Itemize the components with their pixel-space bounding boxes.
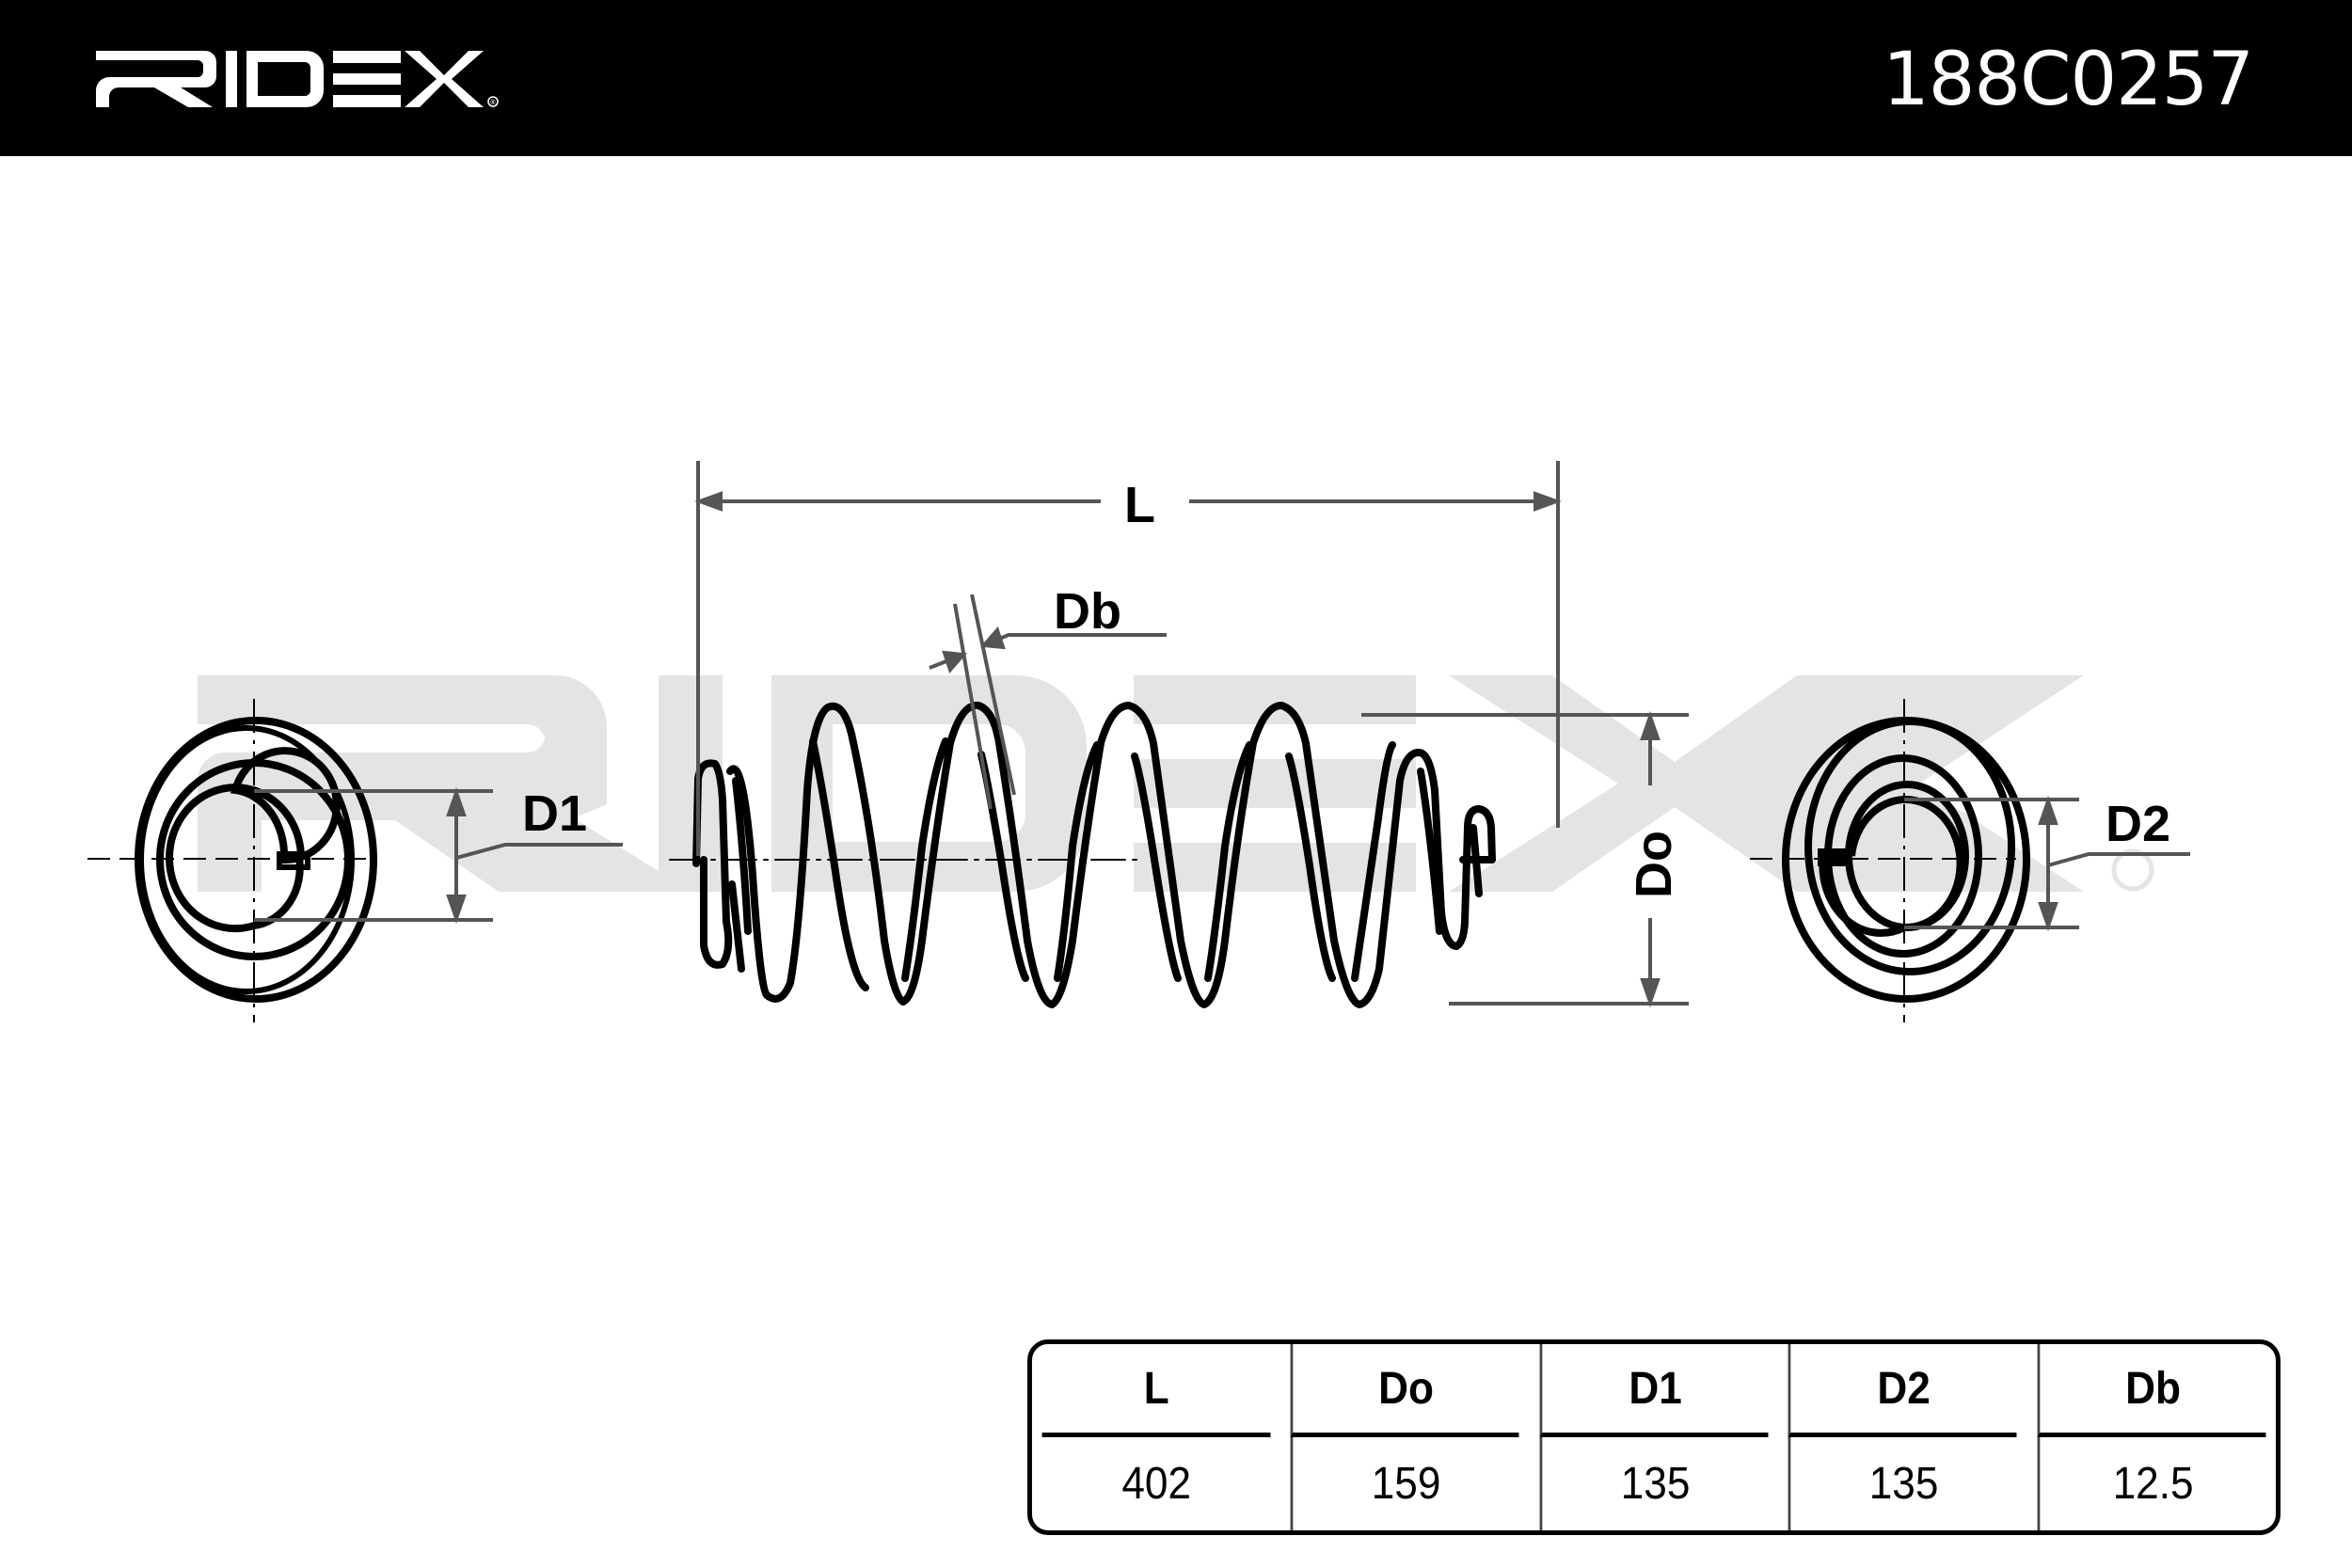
label-d2: D2 <box>2106 796 2170 852</box>
d1-arrow-top <box>446 786 467 816</box>
l-arrow-right <box>1534 491 1562 512</box>
db-leader <box>983 633 1167 647</box>
registered-mark-glyph: ® <box>490 99 496 106</box>
spring-coil-inner-strokes <box>728 737 1483 991</box>
table-header-d2: D2 <box>1788 1344 2018 1437</box>
spec-table: L Do D1 D2 Db 402 159 135 135 12.5 <box>1027 1339 2280 1535</box>
logo-letter-e-mid <box>333 73 401 85</box>
d2-leader <box>2047 852 2190 867</box>
table-header-d1: D1 <box>1539 1344 1769 1437</box>
logo-letter-d <box>246 51 324 107</box>
table-value-d2: 135 <box>1788 1437 2017 1530</box>
watermark-letter-e-mid <box>1134 759 1416 808</box>
dimension-d2 <box>1904 795 2190 932</box>
do-arrow-bottom <box>1640 978 1661 1008</box>
table-value-db: 12.5 <box>2037 1437 2265 1530</box>
dimension-do <box>1361 710 1689 1008</box>
registered-mark-icon <box>487 96 499 107</box>
db-arrow-1 <box>942 650 968 673</box>
d2-arrow-bottom <box>2038 902 2058 932</box>
label-d1: D1 <box>522 785 587 842</box>
watermark-letter-x <box>1449 675 2084 892</box>
spring-side-view <box>669 701 1496 1008</box>
dimension-l <box>694 461 1562 856</box>
dimension-d1 <box>254 786 623 925</box>
header-bar: ® 188C0257 <box>0 0 2352 156</box>
l-arrow-left <box>694 491 723 512</box>
do-arrow-top <box>1640 710 1661 740</box>
spring-coil-1 <box>692 759 733 969</box>
table-header-do: Do <box>1290 1344 1520 1437</box>
spring-technical-drawing: D1 L Db Do <box>87 461 2190 1022</box>
table-value-do: 159 <box>1290 1437 1519 1530</box>
logo-letter-e-bot <box>333 95 401 107</box>
logo-letter-i <box>226 51 237 107</box>
spring-coil-2 <box>726 701 1496 1008</box>
coil-outer-ring-2 <box>1804 718 2015 975</box>
logo-letter-x <box>405 51 484 107</box>
logo-letter-r <box>96 51 216 107</box>
table-value-d1: 135 <box>1539 1437 1768 1530</box>
end-view-top <box>87 699 377 1022</box>
watermark-letter-i <box>659 675 723 892</box>
d1-leader <box>455 843 623 860</box>
label-db: Db <box>1054 583 1121 640</box>
table-header-l: L <box>1041 1344 1271 1437</box>
table-header-db: Db <box>2037 1344 2266 1437</box>
logo-letter-e-top <box>333 51 401 63</box>
watermark-letter-r <box>198 675 691 892</box>
coil-end-tab <box>277 851 310 870</box>
coil-end-tab <box>1818 848 1851 866</box>
db-extension-1 <box>953 603 993 810</box>
brand-logo: ® <box>96 51 499 107</box>
watermark-letter-e-top <box>1134 675 1416 724</box>
d1-arrow-bottom <box>446 895 467 925</box>
label-do: Do <box>1626 831 1682 898</box>
end-view-bottom <box>1750 699 2030 1022</box>
db-extension-2 <box>970 594 1016 796</box>
d2-arrow-top <box>2038 795 2058 825</box>
table-value-l: 402 <box>1121 1459 1192 1509</box>
coil-inner-spiral <box>166 747 341 933</box>
watermark-logo <box>198 675 2154 892</box>
label-l: L <box>1124 477 1155 533</box>
part-number: 188C0257 <box>1883 38 2254 122</box>
dimension-db <box>929 594 1167 810</box>
watermark-registered-icon <box>2111 848 2154 892</box>
